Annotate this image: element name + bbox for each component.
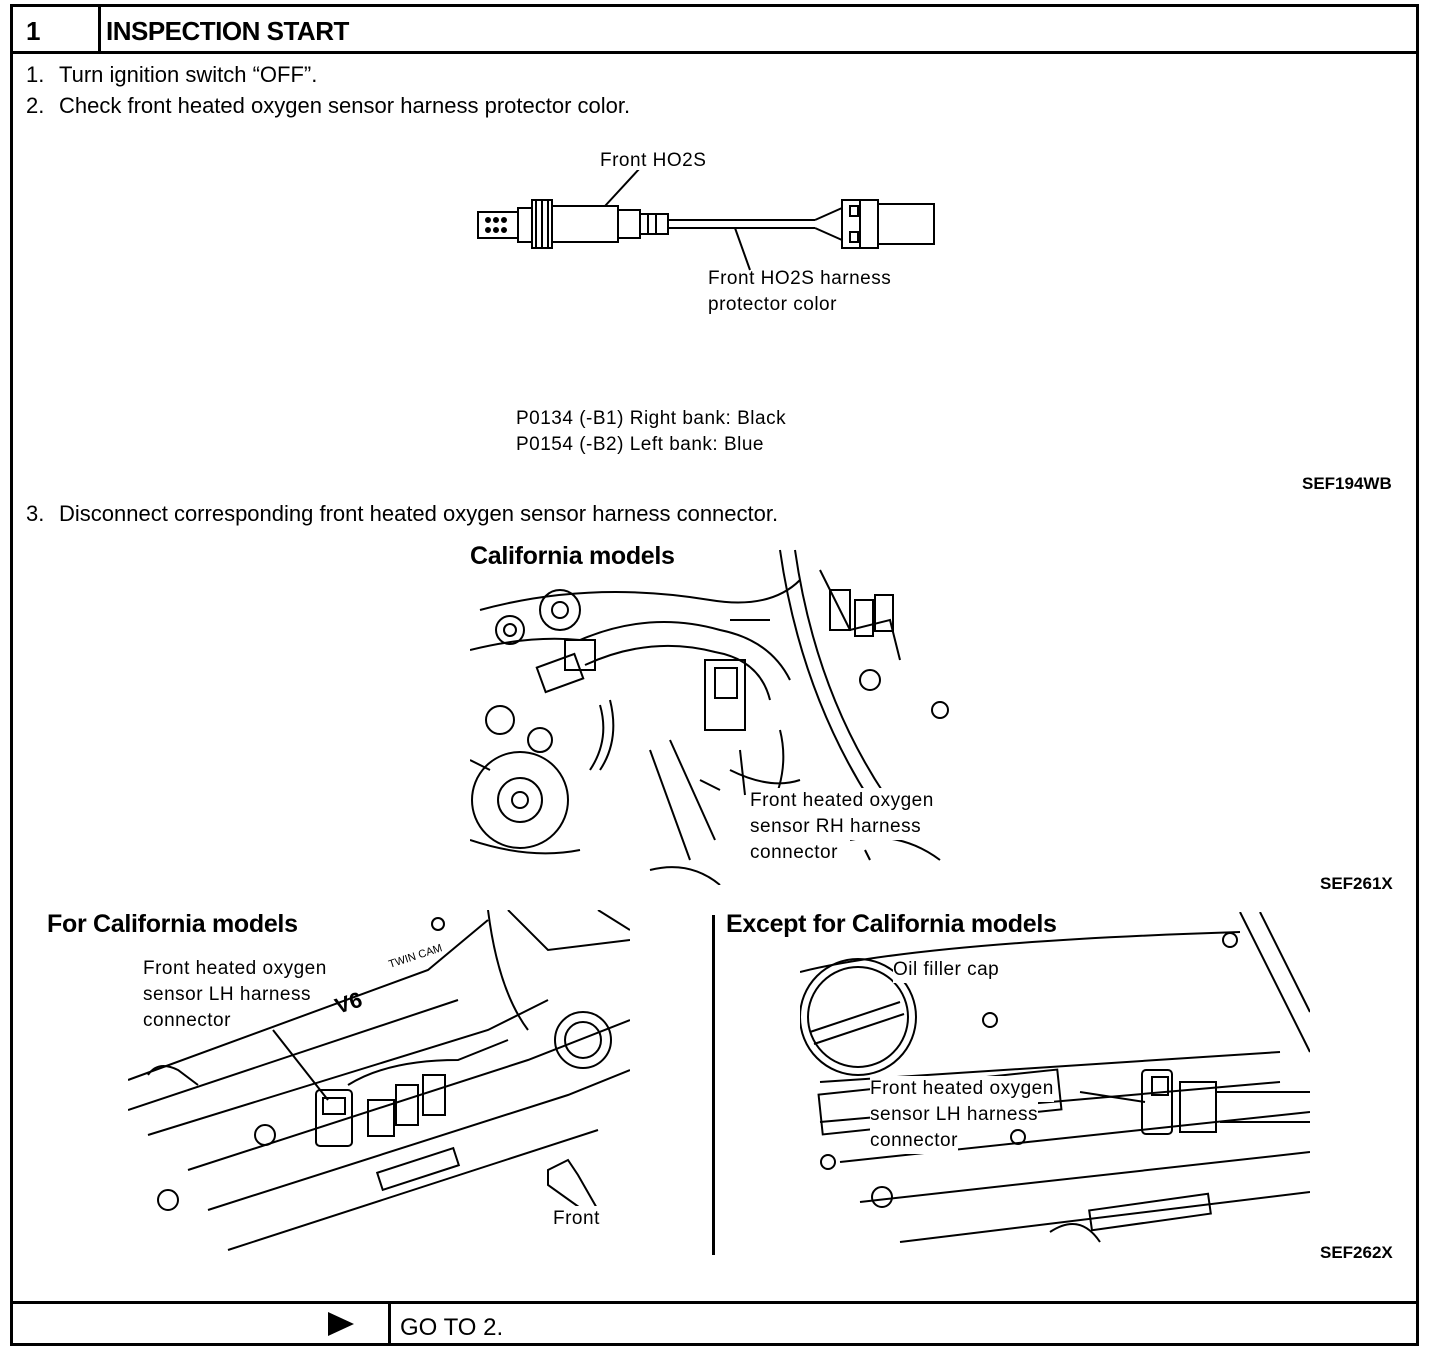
play-arrow-icon — [328, 1312, 354, 1336]
ho2s-sensor-illustration — [477, 170, 935, 271]
engine-cover-v6: V6 — [332, 987, 365, 1019]
rh-label-line1: Front heated oxygen — [750, 788, 934, 814]
oil-filler-cap-label: Oil filler cap — [893, 957, 1000, 983]
step-1-number: 1. — [26, 62, 45, 87]
figure-code-1: SEF194WB — [1302, 474, 1392, 493]
procedure-table — [10, 4, 1419, 1346]
figure-code-3: SEF262X — [1320, 1243, 1393, 1262]
step-2: 2. Check front heated oxygen sensor harne… — [26, 93, 630, 119]
step-title: INSPECTION START — [106, 16, 349, 46]
lh-other-label-line2: sensor LH harness — [870, 1102, 1038, 1128]
step-1-text: Turn ignition switch “OFF”. — [59, 62, 318, 87]
go-to-next-step[interactable]: GO TO 2. — [400, 1314, 504, 1341]
lh-other-label-line1: Front heated oxygen — [870, 1076, 1054, 1102]
for-california-title: For California models — [47, 910, 298, 938]
step-number: 1 — [26, 16, 41, 46]
header-divider — [98, 4, 101, 51]
table-header: 1 INSPECTION START — [10, 4, 1419, 54]
step-1: 1. Turn ignition switch “OFF”. — [26, 62, 317, 88]
footer-divider — [388, 1304, 391, 1346]
california-models-title: California models — [470, 542, 675, 570]
figure-divider — [712, 915, 715, 1255]
label-protector-line1: Front HO2S harness — [708, 268, 892, 289]
label-front-ho2s: Front HO2S — [600, 150, 707, 171]
step-3: 3. Disconnect corresponding front heated … — [26, 501, 778, 527]
except-california-title: Except for California models — [726, 910, 1057, 938]
engine-cover-text: TWIN CAM — [387, 942, 444, 971]
legend-b2: P0154 (-B2) Left bank: Blue — [516, 434, 764, 455]
table-footer: GO TO 2. — [10, 1301, 1419, 1346]
label-protector-line2: protector color — [708, 294, 837, 315]
step-3-number: 3. — [26, 501, 45, 526]
front-direction-label: Front — [553, 1206, 600, 1232]
engine-bay-lh-california-drawing: TWIN CAM V6 — [128, 910, 630, 1251]
lh-cal-label-line1: Front heated oxygen — [143, 956, 327, 982]
engine-bay-rh-drawing — [470, 549, 949, 885]
lh-other-label-line3: connector — [870, 1128, 958, 1154]
rh-label-line2: sensor RH harness — [750, 814, 922, 840]
step-2-text: Check front heated oxygen sensor harness… — [59, 93, 631, 118]
rh-label-line3: connector — [750, 840, 838, 866]
lh-cal-label-line3: connector — [143, 1008, 231, 1034]
step-2-number: 2. — [26, 93, 45, 118]
engine-bay-lh-other-drawing — [800, 912, 1310, 1243]
step-3-text: Disconnect corresponding front heated ox… — [59, 501, 779, 526]
lh-cal-label-line2: sensor LH harness — [143, 982, 311, 1008]
legend-b1: P0134 (-B1) Right bank: Black — [516, 408, 787, 429]
figure-code-2: SEF261X — [1320, 874, 1393, 893]
